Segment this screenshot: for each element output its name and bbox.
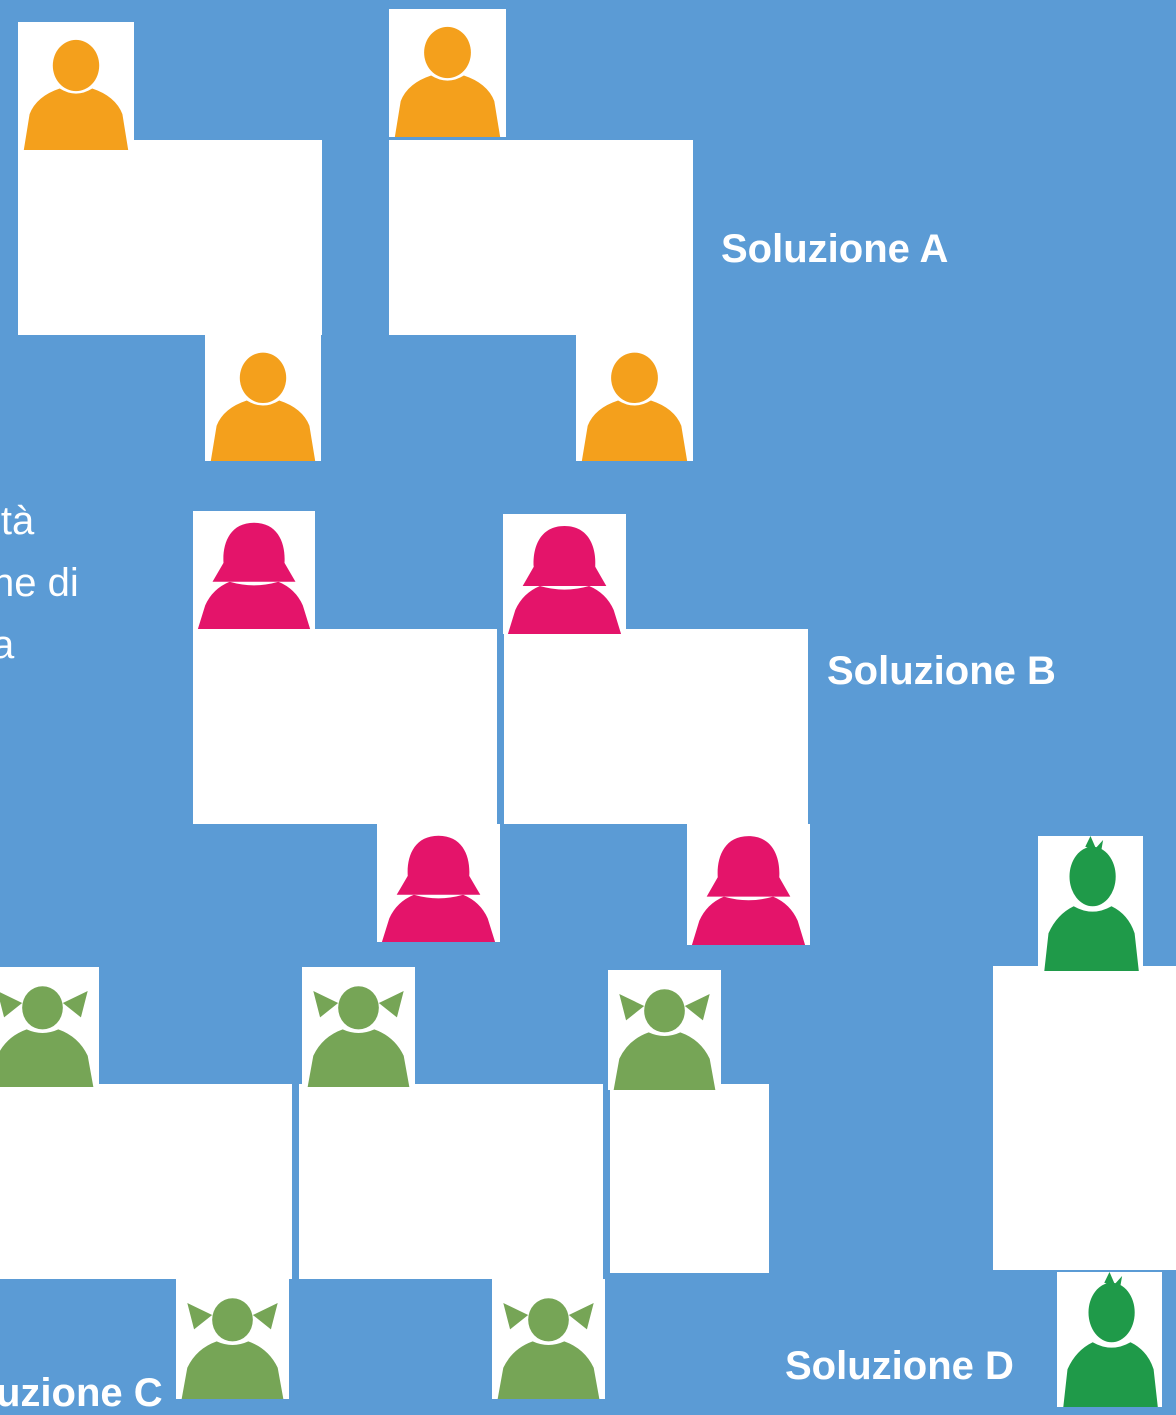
side-text-line-1: ità <box>0 499 35 543</box>
girl-icon <box>377 824 500 942</box>
boy-icon <box>18 22 134 150</box>
solution-b-card-2 <box>504 629 808 824</box>
solution-b-label: Soluzione B <box>827 649 1056 693</box>
girl-icon <box>193 511 315 629</box>
solution-b-card-1 <box>193 629 497 824</box>
solution-c-card-1 <box>0 1084 292 1279</box>
girl-pigtails-icon <box>302 967 415 1087</box>
boy-icon <box>205 335 321 461</box>
girl-icon <box>503 514 626 634</box>
solution-c-card-2 <box>299 1084 603 1279</box>
boy-icon <box>389 9 506 137</box>
side-text-line-2: ne di <box>0 561 79 605</box>
solution-d-card <box>993 966 1176 1270</box>
side-text: ità ne di a <box>0 490 79 676</box>
girl-icon <box>687 824 810 945</box>
boy-spiky-hair-icon <box>1057 1272 1162 1407</box>
solution-d-label: Soluzione D <box>785 1344 1014 1388</box>
boy-icon <box>576 335 693 461</box>
girl-pigtails-icon <box>608 970 721 1090</box>
solution-a-card-2 <box>389 140 693 335</box>
solution-a-card-1 <box>18 140 322 335</box>
solution-c-card-3 <box>610 1084 769 1273</box>
boy-spiky-hair-icon <box>1038 836 1143 971</box>
girl-pigtails-icon <box>176 1279 289 1399</box>
solution-c-label: uzione C <box>0 1371 163 1415</box>
girl-pigtails-icon <box>492 1279 605 1399</box>
side-text-line-3: a <box>0 623 15 667</box>
solution-a-label: Soluzione A <box>721 227 949 271</box>
girl-pigtails-icon <box>0 967 99 1087</box>
